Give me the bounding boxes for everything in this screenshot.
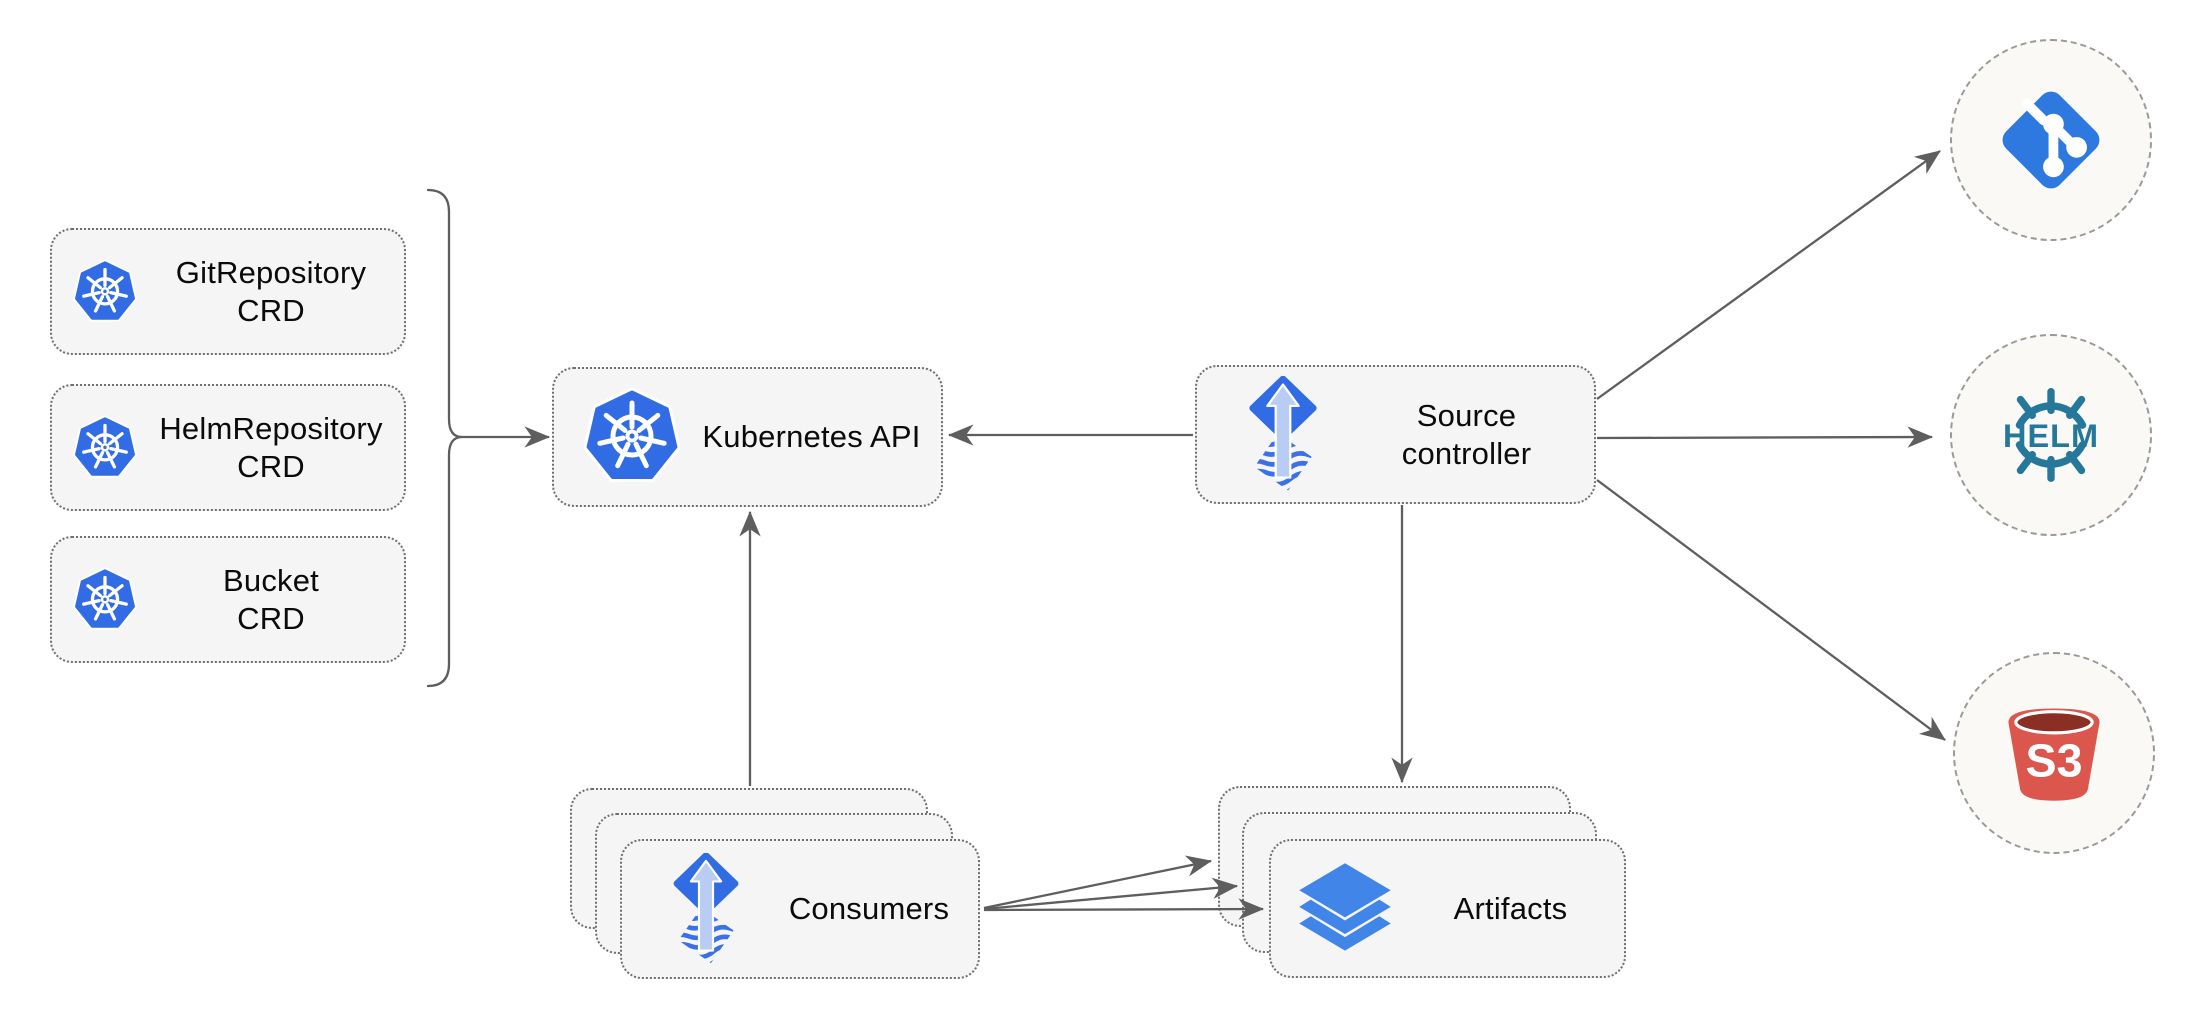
node-kubernetes-api: Kubernetes API	[552, 367, 943, 507]
helm-logo-text: HELM	[2003, 418, 2099, 454]
node-label: Bucket CRD	[223, 562, 319, 636]
node-label: Artifacts	[1453, 890, 1568, 926]
node-s3-bucket: S3	[1953, 652, 2155, 854]
kubernetes-icon	[72, 567, 138, 633]
node-gitrepository-crd: GitRepository CRD	[50, 228, 406, 355]
arrow-consumers-to-artifacts-2	[983, 877, 1239, 911]
flux-icon	[1227, 376, 1339, 494]
node-git-repository	[1950, 39, 2152, 241]
node-helmrepository-crd: HelmRepository CRD	[50, 384, 406, 511]
layers-icon	[1293, 857, 1397, 961]
node-label: Consumers	[788, 891, 950, 927]
node-artifacts-stack: Artifacts	[1218, 786, 1628, 979]
kubernetes-icon	[72, 415, 138, 481]
node-label: Source controller	[1401, 397, 1532, 471]
node-consumers: Consumers	[620, 839, 980, 979]
helm-icon: HELM	[2003, 387, 2099, 483]
s3-logo-text: S3	[2025, 734, 2082, 786]
node-label: Kubernetes API	[702, 419, 921, 455]
kubernetes-icon	[582, 387, 682, 487]
node-label: GitRepository CRD	[175, 254, 367, 328]
crd-grouping-brace	[426, 188, 463, 688]
git-icon	[1990, 79, 2112, 201]
node-helm-repository: HELM	[1950, 334, 2152, 536]
kubernetes-icon	[72, 259, 138, 325]
arrow-consumers-to-artifacts-1	[983, 855, 1213, 910]
arrow-source-controller-to-helm	[1596, 426, 1934, 448]
node-consumers-stack: Consumers	[570, 788, 982, 980]
node-source-controller: Source controller	[1195, 365, 1596, 504]
flux-icon	[652, 853, 760, 966]
arrow-source-controller-to-s3	[1596, 479, 1946, 741]
node-bucket-crd: Bucket CRD	[50, 536, 406, 663]
node-label: HelmRepository CRD	[159, 410, 383, 484]
s3-bucket-icon: S3	[2008, 708, 2100, 801]
node-artifacts: Artifacts	[1269, 839, 1626, 978]
arrow-source-controller-to-git	[1596, 150, 1941, 400]
